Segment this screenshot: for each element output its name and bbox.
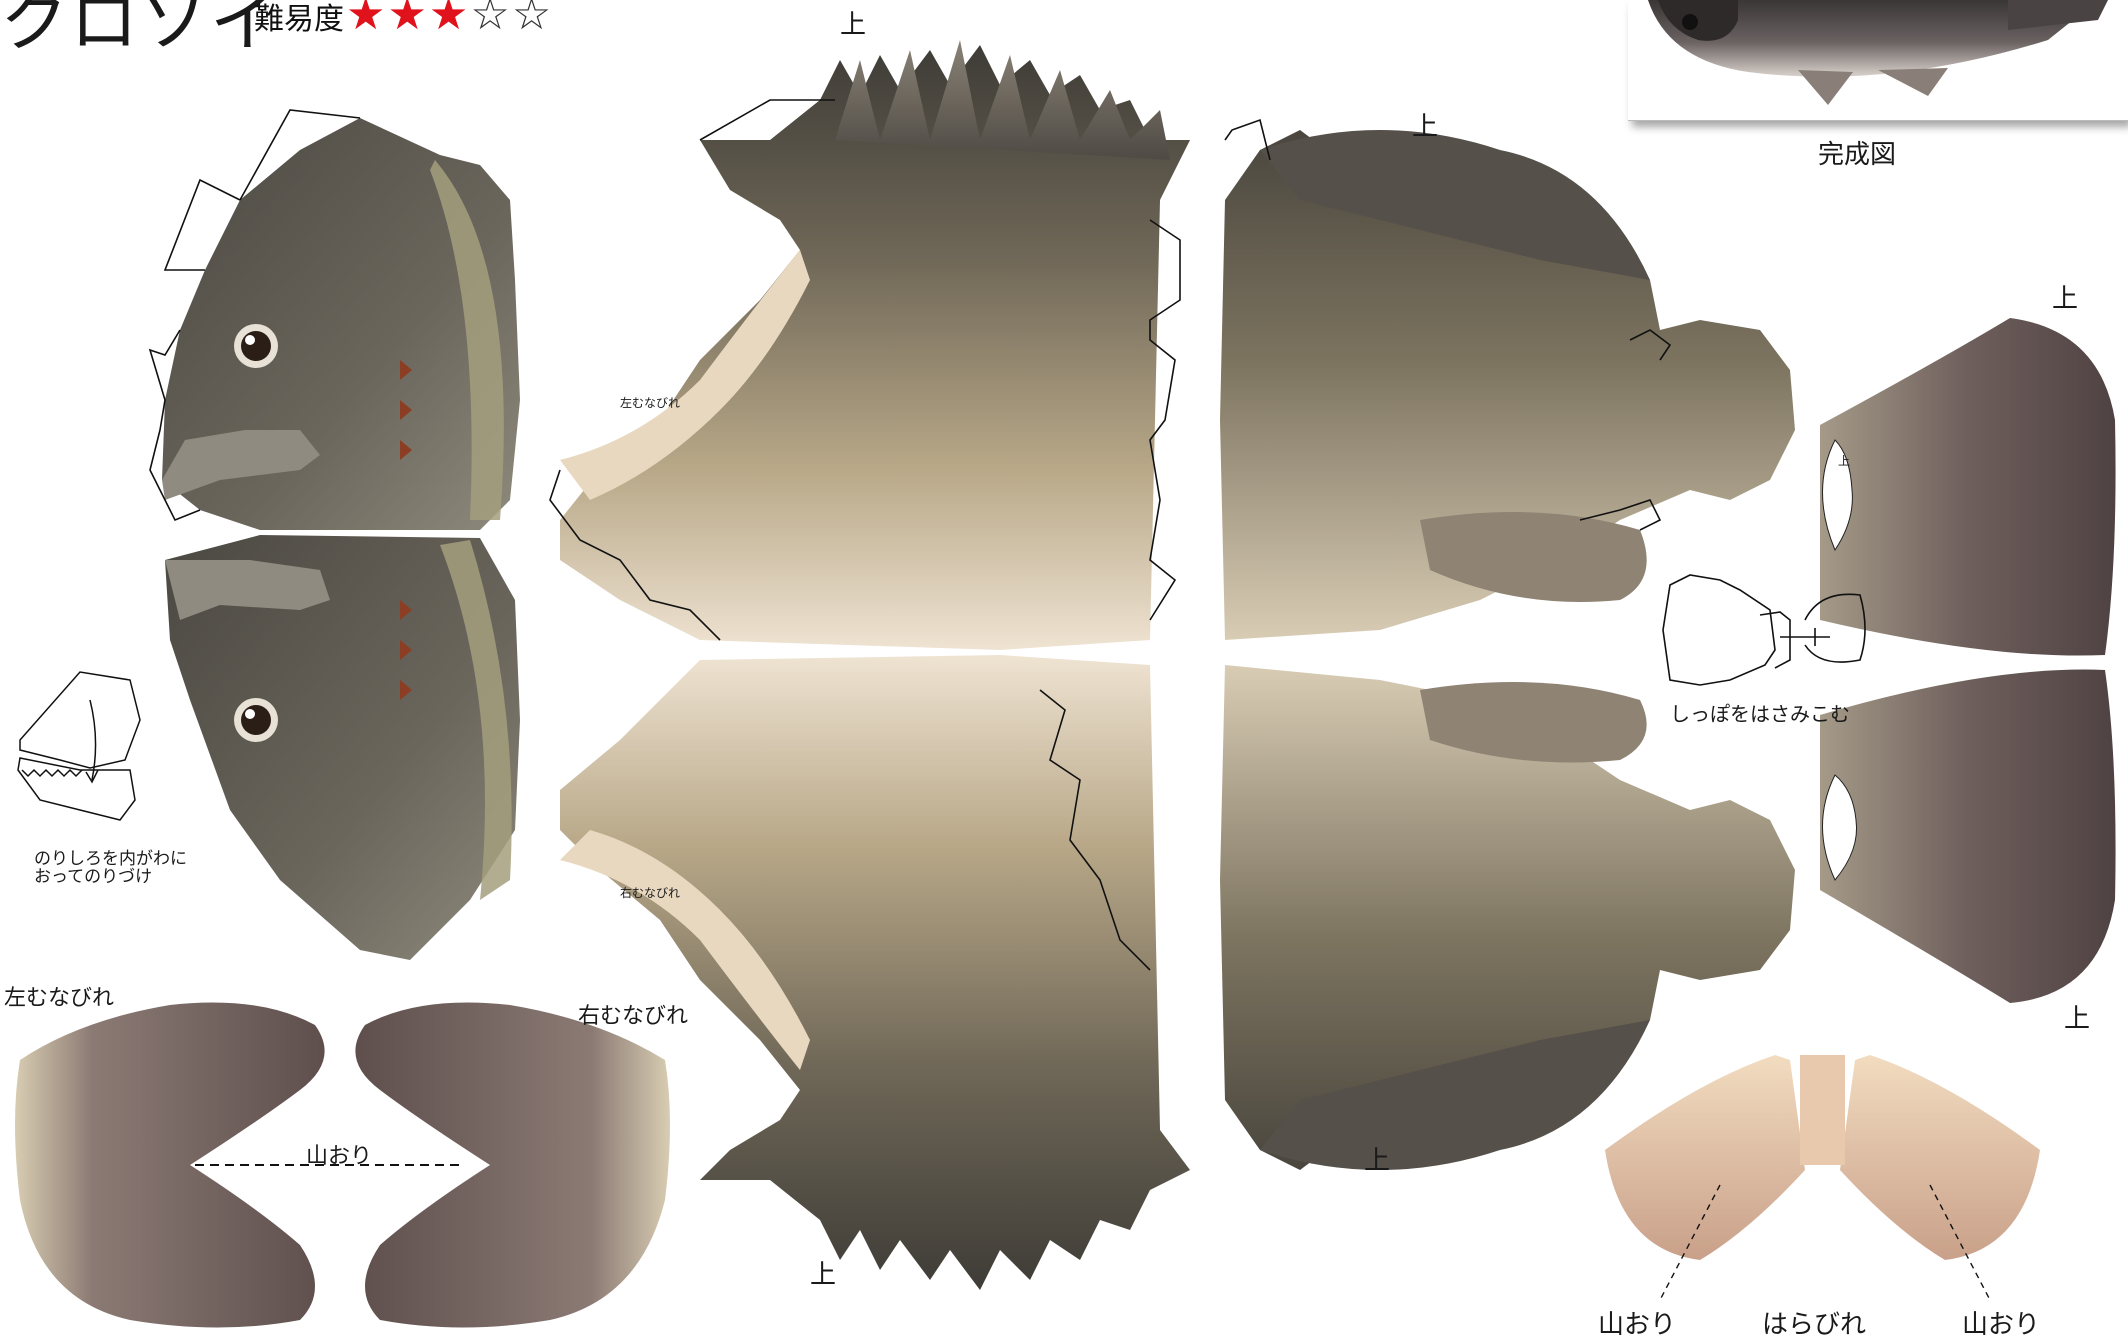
mountain-fold-label: 山おり (306, 1138, 372, 1170)
front-body-upper-piece (550, 40, 1190, 650)
glue-note-line1: のりしろを内がわに (34, 850, 187, 868)
tail-lower-piece (1820, 670, 2116, 1003)
up-marker: 上 (810, 1254, 836, 1291)
tail-upper-piece (1820, 318, 2116, 656)
up-marker-small: 上 (1838, 452, 1850, 469)
up-marker: 上 (1364, 1140, 1390, 1177)
rear-body-upper-piece (1220, 120, 1795, 640)
head-upper-piece (150, 110, 520, 530)
glue-note-line2: おってのりづけ (34, 868, 187, 886)
left-pectoral-label: 左むなびれ (4, 980, 114, 1012)
right-pectoral-fin-piece (355, 1003, 670, 1328)
glue-fold-diagram (18, 672, 140, 820)
tail-insert-label: しっぽをはさみこむ (1670, 698, 1850, 727)
up-marker: 上 (2064, 998, 2090, 1035)
mountain-fold-label-right: 山おり (1962, 1304, 2040, 1341)
up-marker: 上 (1412, 106, 1438, 143)
belly-fin-label: はらびれ (1762, 1304, 1866, 1341)
left-pectoral-small-label: 左むなびれ (620, 394, 680, 411)
up-marker: 上 (840, 4, 866, 41)
belly-fin-piece (1605, 1055, 2040, 1300)
right-pectoral-label: 右むなびれ (578, 998, 688, 1030)
right-pectoral-small-label: 右むなびれ (620, 884, 680, 901)
mountain-fold-label-left: 山おり (1598, 1304, 1676, 1341)
up-marker: 上 (2052, 278, 2078, 315)
head-lower-piece (165, 535, 520, 960)
glue-note: のりしろを内がわに おってのりづけ (34, 850, 187, 886)
